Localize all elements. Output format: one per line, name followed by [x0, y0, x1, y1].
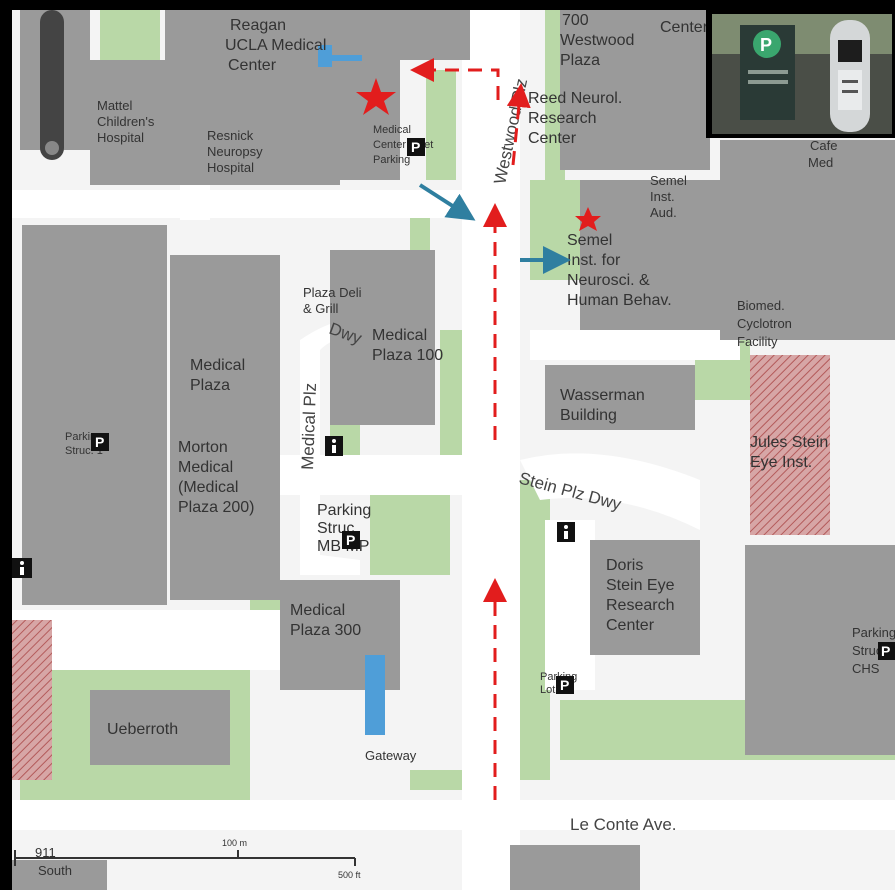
map-zoom-control[interactable] [40, 10, 64, 160]
south-label: 911 [35, 845, 56, 860]
info-icon [12, 558, 32, 578]
inset-photo: P [706, 10, 895, 138]
medical-plaza-100-label: Medical [372, 327, 427, 344]
inset-sign-letter: P [760, 35, 772, 55]
morton-label: Morton [178, 439, 228, 456]
scale-meters: 100 m [222, 838, 247, 848]
parking-icon: P [342, 531, 360, 549]
jules-stein-label: Jules Stein [750, 434, 828, 451]
parking-icon: P [878, 642, 895, 660]
semel-inst-label: Semel [567, 232, 612, 249]
roads [12, 10, 895, 890]
svg-text:P: P [560, 677, 569, 693]
valet-label: Medical [373, 124, 411, 136]
biomed-label: Biomed. [737, 298, 785, 313]
plaza-deli-label: Plaza Deli [303, 285, 362, 300]
svg-text:P: P [346, 532, 355, 548]
parking-mp-label: Parking [317, 502, 371, 519]
scale-bar: 100 m 500 ft [14, 838, 361, 880]
parking-chs-label: Parking [852, 625, 895, 640]
center-top-label: Center [660, 19, 709, 36]
ueberroth-label: Ueberroth [107, 721, 178, 738]
reagan-label: Reagan [230, 17, 286, 34]
mattel-label: Mattel [97, 98, 133, 113]
resnick-label: Resnick [207, 128, 254, 143]
svg-text:P: P [95, 434, 104, 450]
reed-label: Reed Neurol. [528, 90, 622, 107]
doris-stein-label: Doris [606, 557, 643, 574]
info-icons [12, 436, 575, 578]
pedestrian-arrows [418, 183, 571, 274]
svg-text:Plaza Deli& Grill: Plaza Deli& Grill [303, 285, 362, 316]
scale-feet: 500 ft [338, 870, 361, 880]
info-icon [325, 436, 343, 456]
svg-text:P: P [881, 643, 890, 659]
blue-structure-bottom [365, 655, 385, 735]
jules-stein-hatch [750, 355, 830, 535]
parking-icon: P [407, 138, 425, 156]
medical-plaza-label: Medical [190, 357, 245, 374]
parking-icon: P [556, 676, 574, 694]
parking-icons: P P P P P [91, 138, 895, 694]
wasserman-label: Wasserman [560, 387, 645, 404]
star-icon [575, 207, 601, 231]
medical-plz-label: Medical Plz [298, 383, 320, 471]
gateway-label: Gateway [365, 748, 417, 763]
westwood700-label: 700 [562, 12, 589, 29]
info-icon [557, 522, 575, 542]
medical-plaza-300-label: Medical [290, 602, 345, 619]
parking-icon: P [91, 433, 109, 451]
semel-aud-label: Semel [650, 173, 687, 188]
le-conte-label: Le Conte Ave. [570, 815, 677, 834]
buildings [12, 10, 895, 890]
route-arrows [410, 58, 531, 800]
star-icon [356, 78, 396, 115]
cafe-label: Cafe [810, 138, 837, 153]
svg-text:P: P [411, 139, 420, 155]
blue-structure-top [318, 45, 332, 67]
left-hatch [12, 620, 52, 780]
